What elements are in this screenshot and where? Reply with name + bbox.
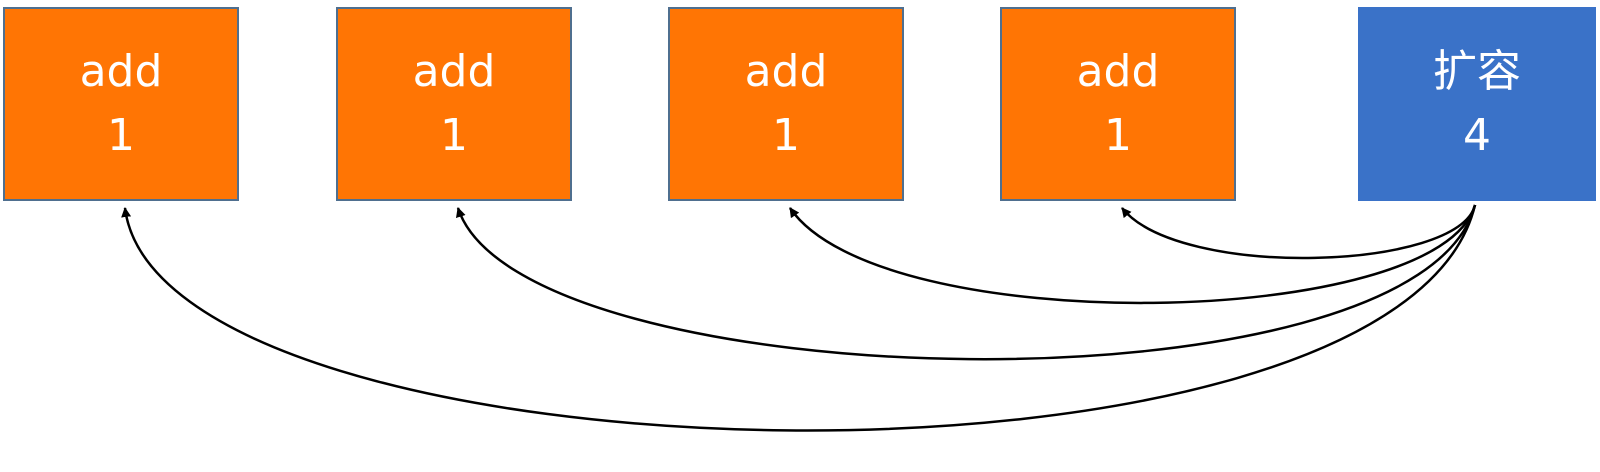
expand-box: 扩容 4 [1358, 7, 1596, 201]
add-box-4-label: add [1076, 46, 1160, 97]
expand-box-label: 扩容 [1433, 46, 1521, 97]
add-box-3-label: add [744, 46, 828, 97]
add-box-2-count: 1 [440, 110, 468, 161]
arrow-expand-to-add-2 [456, 204, 1477, 361]
add-box-1-label: add [79, 46, 163, 97]
add-box-2: add 1 [336, 7, 572, 201]
add-box-1: add 1 [3, 7, 239, 201]
add-box-3: add 1 [668, 7, 904, 201]
add-box-4-count: 1 [1104, 110, 1132, 161]
add-box-3-count: 1 [772, 110, 800, 161]
expand-box-count: 4 [1463, 110, 1491, 161]
add-box-4: add 1 [1000, 7, 1236, 201]
add-box-2-label: add [412, 46, 496, 97]
arrow-expand-to-add-1 [121, 204, 1477, 432]
arrow-expand-to-add-4 [1121, 204, 1477, 260]
arrow-expand-to-add-3 [788, 204, 1477, 305]
add-box-1-count: 1 [107, 110, 135, 161]
